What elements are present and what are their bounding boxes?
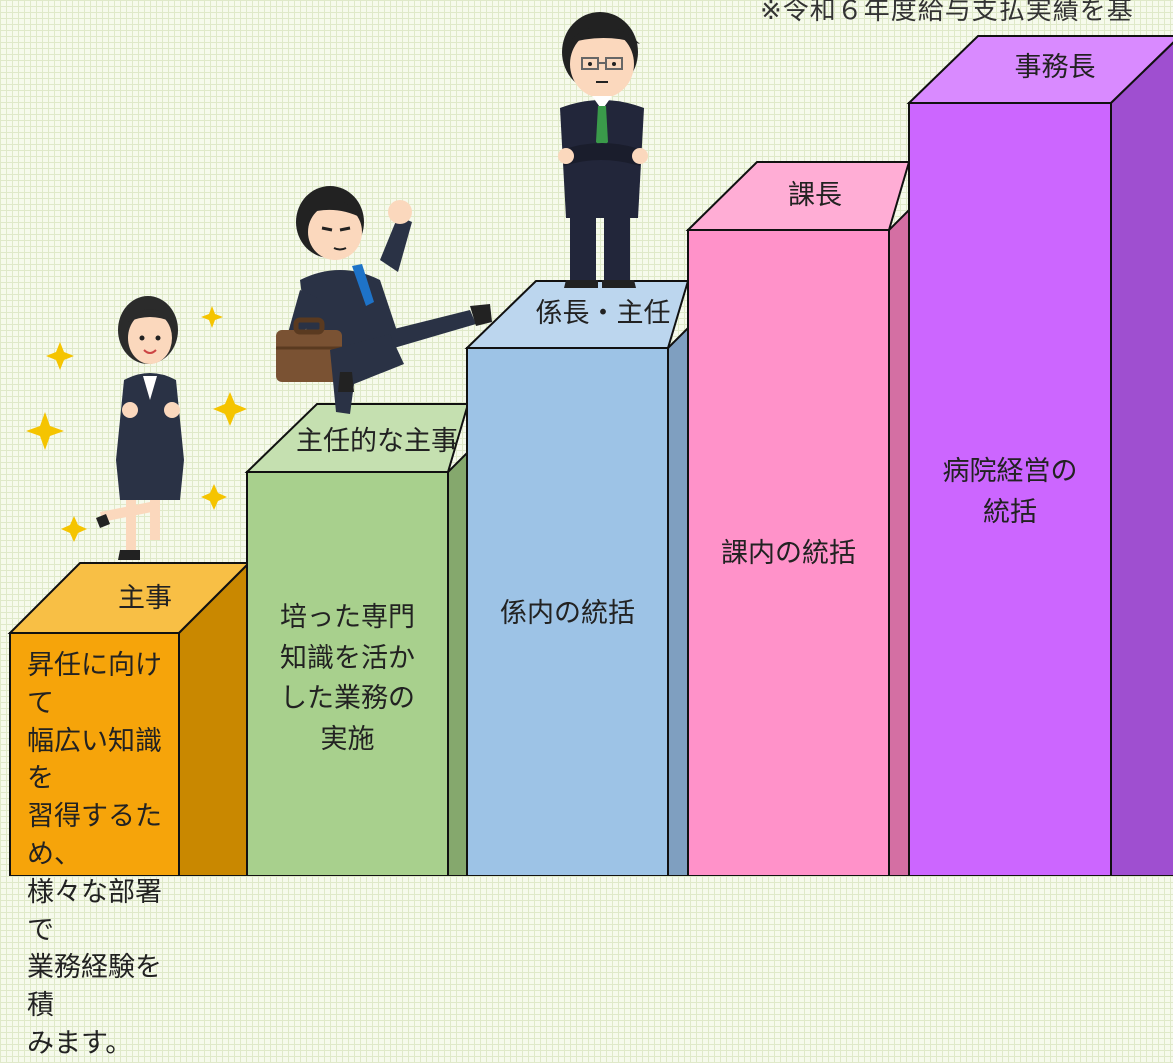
step-title-5: 事務長 [1014, 52, 1096, 83]
career-ladder-diagram: ※令和６年度給与支払実績を基 主事 主任的な主事 係長・主任 課長 事務長 昇任… [7, 0, 1173, 1059]
step-block-5 [906, 35, 1173, 876]
step-block-4 [685, 161, 911, 876]
step-block-1 [7, 560, 252, 876]
step-title-1: 主事 [118, 583, 172, 614]
steps-graphic [7, 12, 1173, 876]
step-description-3: 係内の統括 [500, 598, 635, 629]
header-note: ※令和６年度給与支払実績を基 [760, 0, 1134, 26]
step-block-3 [464, 280, 690, 876]
step-description-1: 昇任に向けて 幅広い知識を 習得するため、 様々な部署で 業務経験を積 みます。 [27, 650, 162, 1059]
step-title-2: 主任的な主事 [296, 426, 458, 457]
sparkle-icons [26, 306, 247, 542]
manager-arms-crossed-icon [558, 12, 648, 288]
step-description-2: 培った専門 知識を活か した業務の 実施 [280, 602, 415, 755]
step-description-4: 課内の統括 [721, 538, 856, 569]
step-title-4: 課長 [788, 180, 842, 211]
step-description-5: 病院経営の 統括 [942, 456, 1078, 528]
businesswoman-cheering-icon [96, 296, 184, 560]
step-title-3: 係長・主任 [535, 298, 671, 329]
businessman-running-icon [276, 186, 492, 414]
